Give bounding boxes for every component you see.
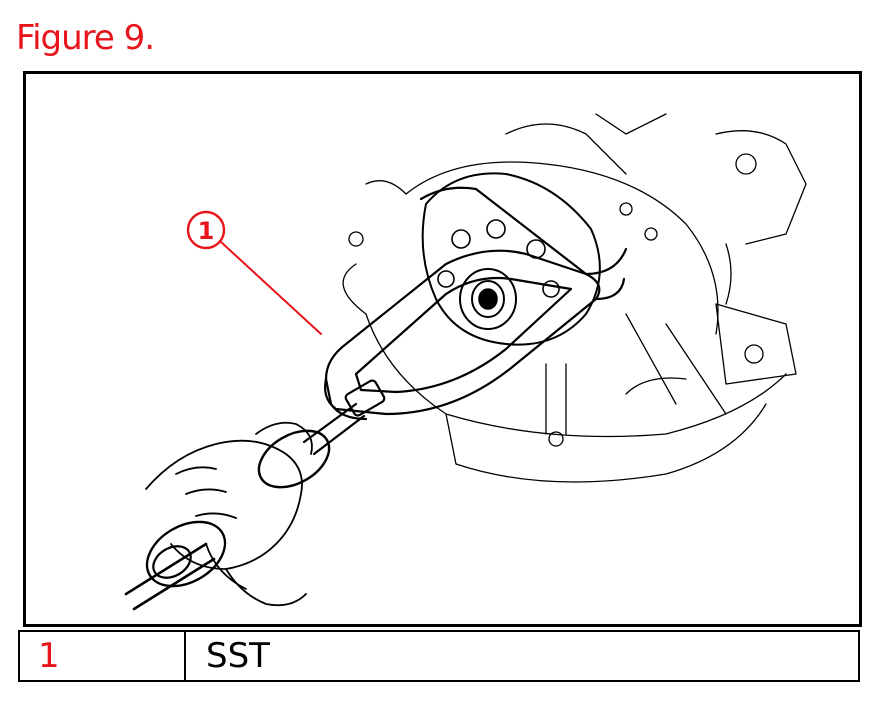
hands — [145, 421, 313, 607]
legend-number: 1 — [20, 632, 186, 680]
legend-table: 1 SST — [18, 630, 860, 682]
sst-yoke — [324, 186, 628, 421]
engine-housing — [342, 113, 807, 483]
slide-hammer — [124, 379, 386, 611]
callout-leader-line — [220, 241, 322, 335]
sst-puller-illustration: 1 — [124, 113, 807, 611]
callout-number: 1 — [198, 217, 215, 245]
figure-title: Figure 9. — [16, 18, 155, 58]
legend-label: SST — [206, 636, 270, 676]
illustration-frame: 1 — [23, 71, 862, 627]
callout-1: 1 — [186, 210, 322, 335]
callout-circle — [186, 210, 226, 250]
flange-hub — [421, 172, 601, 346]
